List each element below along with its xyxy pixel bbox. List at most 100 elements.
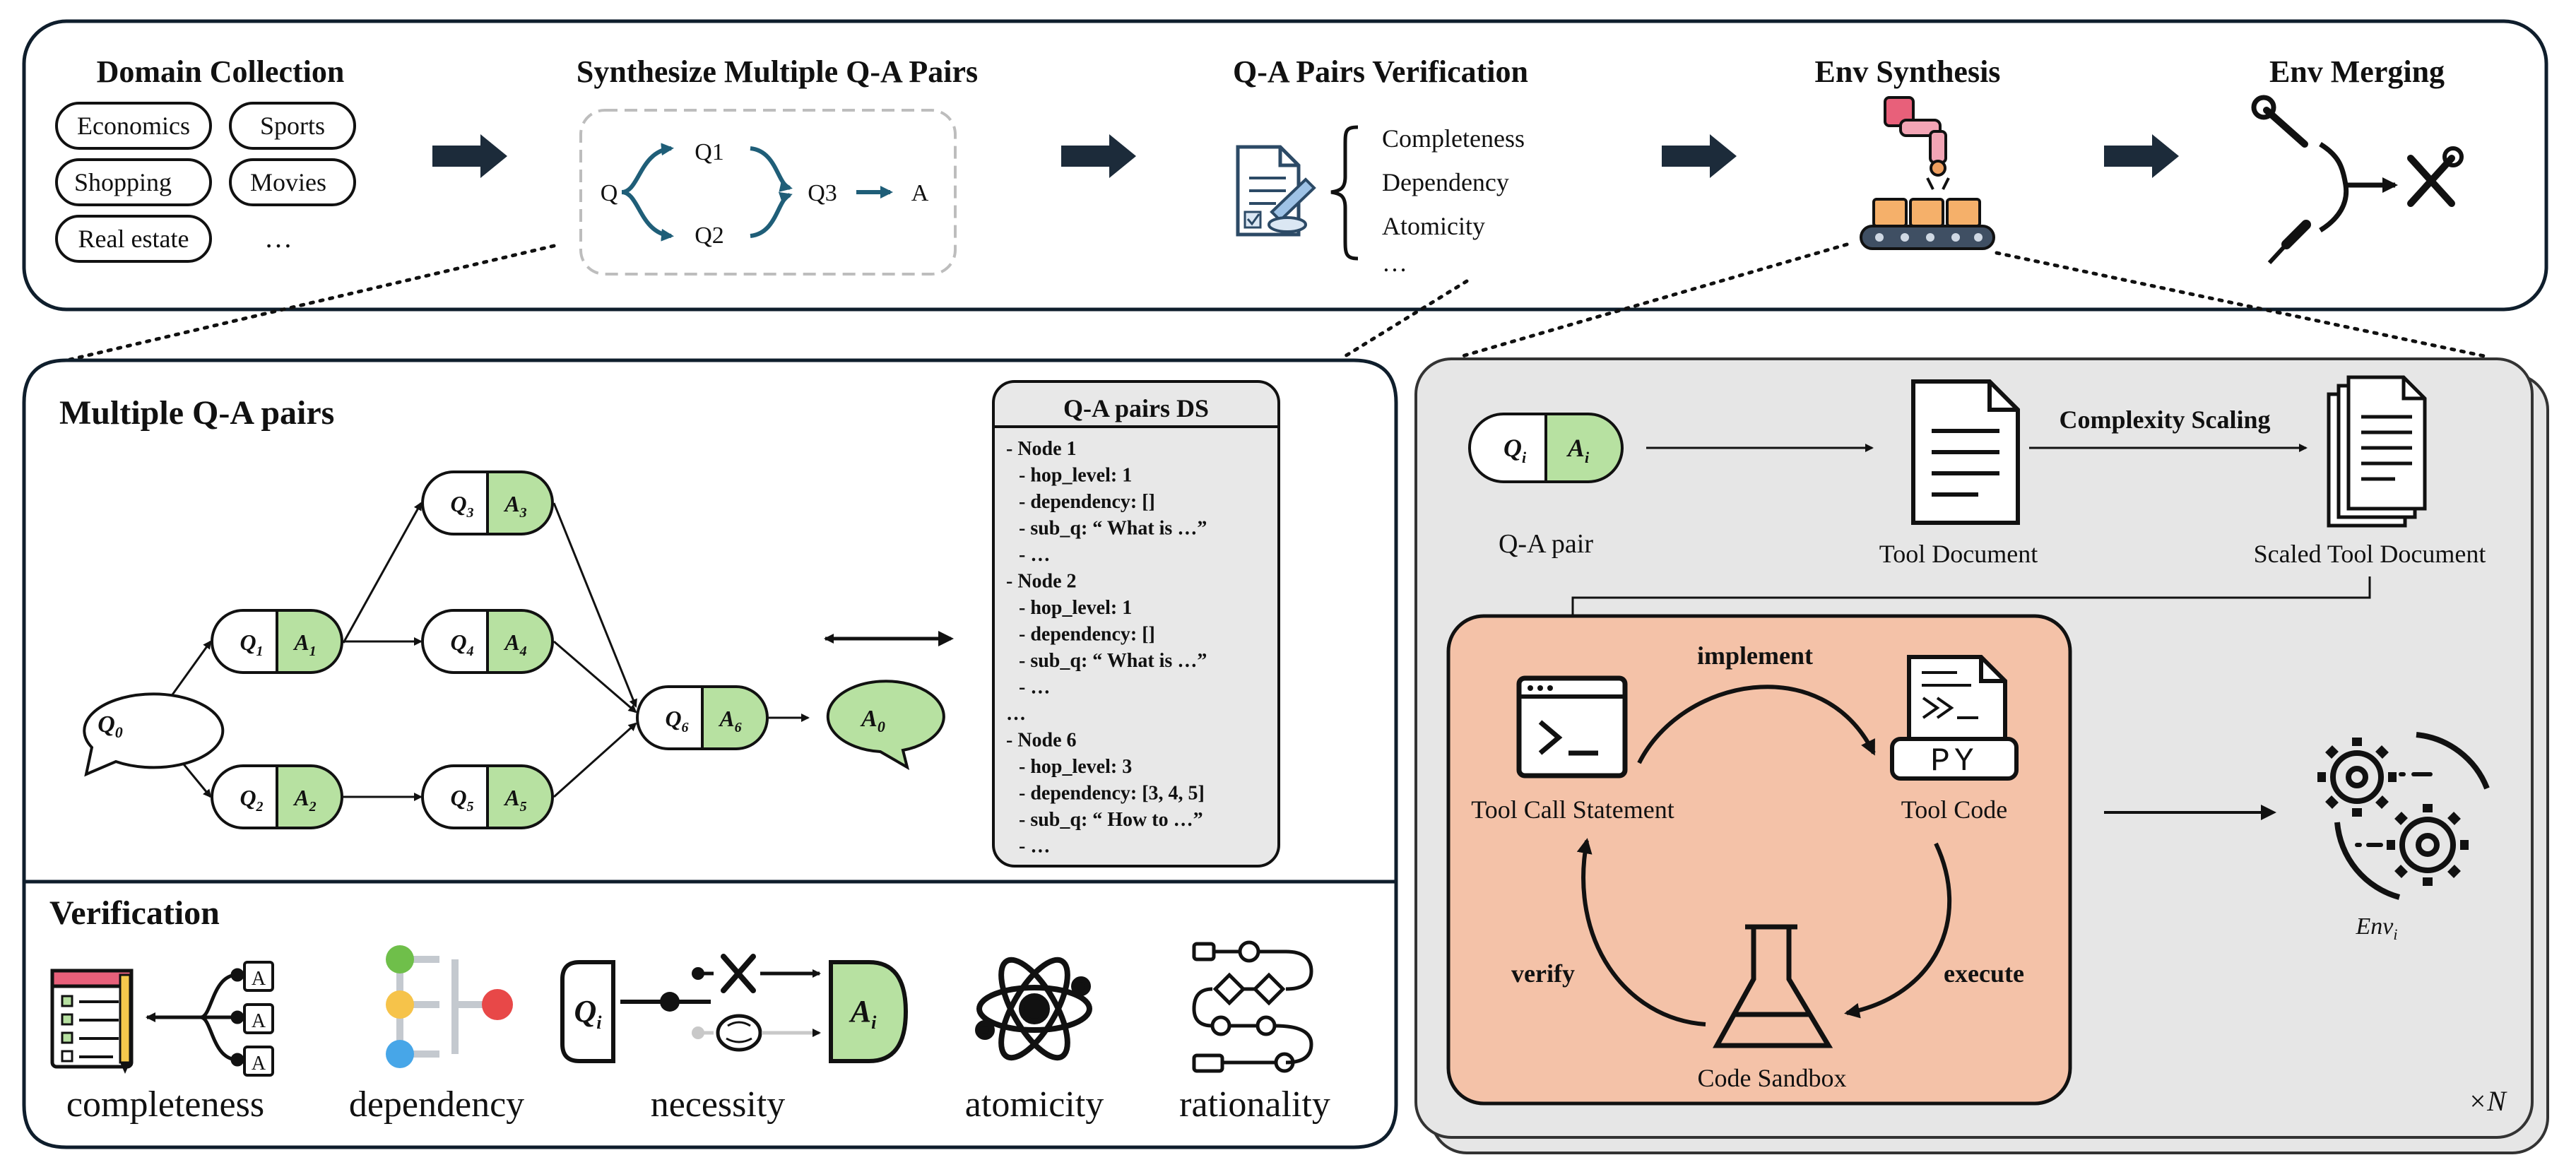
syn-merge-up — [750, 146, 793, 192]
pipeline-arrow-4 — [2104, 134, 2179, 178]
checklist-icon — [50, 969, 134, 1074]
qa-ds-line: - Node 2 — [1006, 571, 1077, 593]
zoom-lines — [59, 242, 2486, 364]
qa-pair-label: Q-A pair — [1499, 529, 1593, 559]
qa-node-4: Q4 A4 — [421, 609, 554, 674]
syn-node-q1: Q1 — [695, 139, 724, 165]
scaled-tool-document-icon — [2327, 375, 2427, 528]
verification-panel — [22, 880, 1398, 1149]
atom-icon — [975, 957, 1092, 1061]
tag-movies-pill — [229, 158, 356, 206]
qa-ds-line: - hop_level: 3 — [1019, 756, 1132, 778]
tag-shopping-pill — [55, 158, 212, 206]
verify-label-rationality: rationality — [1179, 1084, 1330, 1125]
arc-implement — [1637, 685, 1876, 764]
pipeline-arrow-3 — [1662, 134, 1737, 178]
tag-real-estate-pill — [55, 215, 212, 263]
wrench-icon — [2251, 95, 2308, 148]
qa-graph-title: Multiple Q-A pairs — [59, 394, 334, 432]
synthesize-title: Synthesize Multiple Q-A Pairs — [577, 54, 978, 89]
qa-ds-line: - Node 1 — [1006, 438, 1077, 460]
answers-fan-icon — [146, 961, 274, 1077]
qa-ds-lines: - Node 1 - hop_level: 1 - dependency: [] - … — [1006, 438, 1207, 858]
dependency-icon — [386, 945, 513, 1068]
syn-node-q3: Q3 — [808, 180, 837, 206]
document-check-icon — [1236, 145, 1316, 237]
syn-merge-down — [750, 191, 793, 238]
gears-icon — [2317, 732, 2490, 900]
verification-brace — [1330, 125, 1359, 261]
qa-node-q0: Q0 — [83, 692, 225, 777]
rationality-flow-icon — [1192, 940, 1313, 1073]
robot-arm-conveyor-icon — [1860, 96, 1995, 250]
pipeline-arrow-1 — [432, 134, 507, 178]
tag-economics-pill — [55, 102, 212, 150]
syn-node-q: Q — [601, 180, 618, 206]
pipeline-arrow-2 — [1061, 134, 1136, 178]
qa-ds-line: - sub_q: “ How to …” — [1019, 809, 1203, 831]
code-sandbox-label: Code Sandbox — [1698, 1064, 1847, 1092]
syn-node-q2: Q2 — [695, 223, 724, 249]
synthesize-flow: Q Q1 Q2 Q3 A — [601, 139, 929, 249]
qa-ds-line: - dependency: [] — [1019, 491, 1155, 513]
screwdriver-icon — [2267, 220, 2311, 265]
verify-label-completeness: completeness — [66, 1084, 264, 1125]
svg-text:Ai: Ai — [849, 994, 877, 1033]
verify-label: verify — [1511, 959, 1575, 988]
qa-ds-line: - sub_q: “ What is …” — [1019, 518, 1207, 540]
merge-tools-icon — [2251, 95, 2464, 265]
qa-ds-line: - … — [1019, 677, 1050, 699]
syn-node-a: A — [911, 180, 929, 206]
implement-label: implement — [1697, 641, 1813, 670]
tool-document-icon — [1911, 379, 2020, 525]
env-synthesis-title: Env Synthesis — [1815, 54, 2001, 89]
arc-execute — [1844, 842, 1952, 1019]
qa-node-1: Q1 A1 — [211, 609, 343, 674]
arc-verify — [1576, 838, 1706, 1026]
qa-ds-box: Q-A pairs DS - Node 1 - hop_level: 1 - dep… — [992, 380, 1280, 868]
answer-glyph-1: A — [252, 968, 266, 990]
qa-pair-capsule: Qi Ai — [1468, 413, 1624, 483]
tag-shopping: Shopping — [74, 168, 172, 196]
env-i-label: Envi — [2356, 913, 2398, 943]
tag-economics: Economics — [77, 112, 190, 140]
complexity-scaling-label: Complexity Scaling — [2059, 406, 2270, 434]
tool-code-label: Tool Code — [1901, 795, 2007, 824]
syn-branch-up — [621, 143, 674, 194]
verify-label-necessity: necessity — [651, 1084, 786, 1125]
verification-panel-title: Verification — [49, 894, 220, 932]
qa-ds-line: - dependency: [] — [1019, 624, 1155, 646]
py-badge: PY — [1930, 743, 1978, 780]
qa-ds-title: Q-A pairs DS — [1063, 394, 1209, 422]
necessity-icon: Qi Ai — [560, 954, 909, 1063]
answer-glyph-2: A — [252, 1010, 266, 1032]
env-merging-title: Env Merging — [2269, 54, 2445, 89]
answer-glyph-3: A — [252, 1053, 266, 1075]
verification-item-dependency: Dependency — [1382, 168, 1509, 196]
qa-ds-line: - hop_level: 1 — [1019, 465, 1132, 487]
tag-sports: Sports — [260, 112, 325, 140]
tools-combined-icon — [2407, 146, 2464, 207]
qa-ds-line: - Node 6 — [1006, 730, 1077, 752]
verify-label-dependency: dependency — [349, 1084, 524, 1125]
syn-branch-down — [621, 190, 674, 242]
domain-tags: Economics Sports Shopping Movies Real es… — [55, 102, 356, 263]
tag-real-estate: Real estate — [78, 225, 189, 253]
qa-ds-line: - … — [1019, 836, 1050, 858]
tag-sports-pill — [229, 102, 356, 150]
tool-call-statement-label: Tool Call Statement — [1471, 795, 1674, 824]
qa-node-3: Q3 A3 — [421, 470, 554, 535]
flask-icon — [1713, 924, 1833, 1048]
tag-movies: Movies — [250, 168, 326, 196]
qa-node-a0: A0 — [826, 680, 945, 771]
qa-node-2: Q2 A2 — [211, 764, 343, 829]
verify-label-atomicity: atomicity — [965, 1084, 1104, 1125]
pipeline-arrows — [432, 134, 2179, 178]
python-file-icon: PY — [1890, 655, 2019, 781]
verification-title: Q-A Pairs Verification — [1233, 54, 1528, 89]
synthesize-box — [579, 109, 957, 276]
terminal-icon — [1516, 675, 1628, 779]
verification-item-more: … — [1382, 249, 1407, 277]
qa-ds-line: - sub_q: “ What is …” — [1019, 650, 1207, 672]
